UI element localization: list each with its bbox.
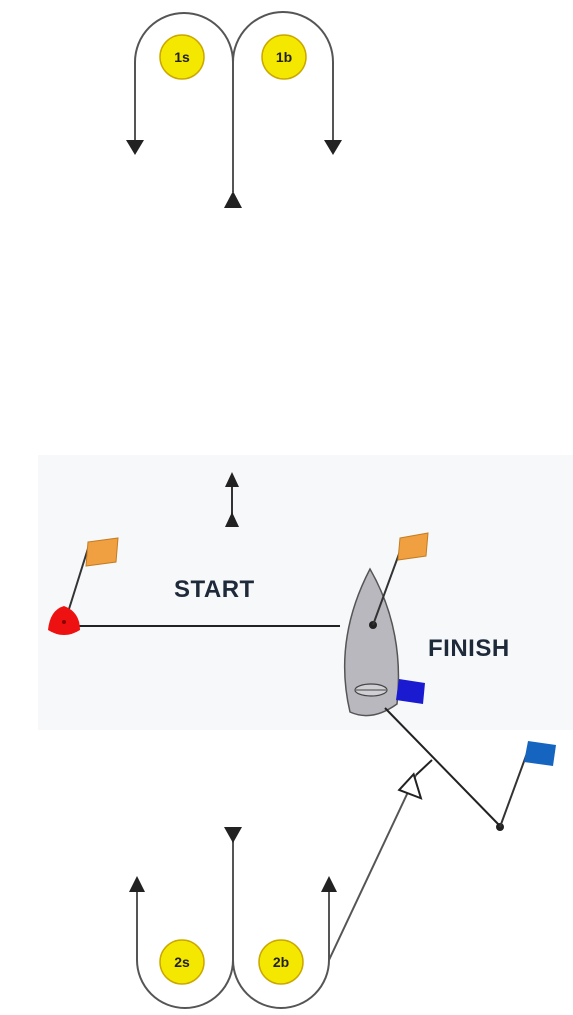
arrow-up-icon xyxy=(225,472,239,487)
mark-1s: 1s xyxy=(159,34,205,80)
arrow-down-left-icon xyxy=(126,140,144,155)
mark-2b-label: 2b xyxy=(273,954,289,970)
arrow-up-icon xyxy=(225,512,239,527)
arrow-up-right-icon xyxy=(321,876,337,892)
bottom-rounding-paths xyxy=(136,774,417,1009)
finish-label: FINISH xyxy=(428,635,510,662)
orange-flag-icon xyxy=(85,537,119,567)
blue-flag-icon xyxy=(524,741,556,766)
start-label: START xyxy=(174,576,255,603)
arrow-up-left-icon xyxy=(129,876,145,892)
mark-1b-label: 1b xyxy=(276,49,292,65)
pin-buoy xyxy=(48,537,119,635)
start-finish-area xyxy=(38,455,573,730)
arrow-down-center-icon xyxy=(224,827,242,843)
finish-mark xyxy=(496,741,556,831)
mark-1s-label: 1s xyxy=(174,49,190,65)
direction-double-arrow xyxy=(225,472,239,527)
top-rounding-paths xyxy=(134,11,334,192)
finish-line xyxy=(384,707,501,827)
mark-2b: 2b xyxy=(258,939,304,985)
mark-2s: 2s xyxy=(159,939,205,985)
orange-flag-icon xyxy=(397,532,429,561)
committee-boat xyxy=(343,532,429,717)
mark-1b: 1b xyxy=(261,34,307,80)
navy-flag-icon xyxy=(396,679,425,704)
mark-2s-label: 2s xyxy=(174,954,190,970)
arrow-up-center-icon xyxy=(224,191,242,208)
arrow-down-right-icon xyxy=(324,140,342,155)
arrow-finish-approach-icon xyxy=(397,772,423,800)
